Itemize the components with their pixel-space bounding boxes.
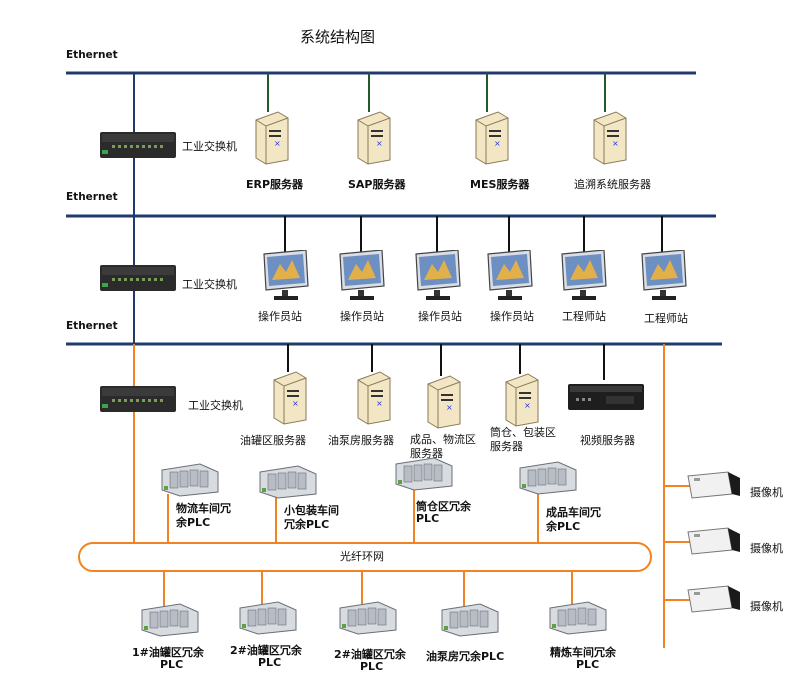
plc-icon bbox=[339, 601, 397, 635]
plc-icon bbox=[259, 465, 317, 499]
plc-icon bbox=[161, 463, 219, 497]
server-icon: × bbox=[255, 111, 289, 165]
workstation-label-2: 操作员站 bbox=[340, 310, 384, 323]
server-label-video: 视频服务器 bbox=[580, 434, 635, 447]
server-label-erp: ERP服务器 bbox=[246, 178, 304, 191]
plc-label-silo-2: PLC bbox=[416, 512, 440, 525]
switch-label-3: 工业交换机 bbox=[188, 399, 243, 412]
monitor-icon bbox=[339, 250, 385, 300]
plc-label-tank1-2: PLC bbox=[160, 658, 184, 671]
switch-label-1: 工业交换机 bbox=[182, 140, 237, 153]
video-server-icon bbox=[568, 384, 644, 410]
plc-icon bbox=[141, 603, 199, 637]
server-label-pump-room: 油泵房服务器 bbox=[328, 434, 394, 447]
monitor-icon bbox=[641, 250, 687, 300]
plc-icon bbox=[519, 461, 577, 495]
svg-text:×: × bbox=[612, 139, 619, 148]
camera-icon bbox=[687, 585, 740, 613]
plc-icon bbox=[549, 601, 607, 635]
monitor-icon bbox=[561, 250, 607, 300]
plc-label-silo-1: 筒仓区冗余 bbox=[416, 500, 471, 513]
svg-text:×: × bbox=[274, 139, 281, 148]
server-icon: × bbox=[475, 111, 509, 165]
plc-label-logistics-2: 余PLC bbox=[176, 516, 211, 529]
plc-label-pump: 油泵房冗余PLC bbox=[426, 650, 505, 663]
workstation-label-3: 操作员站 bbox=[418, 310, 462, 323]
engineer-station-label-1: 工程师站 bbox=[562, 310, 606, 323]
plc-label-finished-2: 余PLC bbox=[546, 520, 581, 533]
switch-label-2: 工业交换机 bbox=[182, 278, 237, 291]
server-label-silo-2: 服务器 bbox=[490, 440, 523, 453]
server-label-trace: 追溯系统服务器 bbox=[574, 178, 651, 191]
server-icon: × bbox=[593, 111, 627, 165]
server-label-finished-1: 成品、物流区 bbox=[410, 433, 476, 446]
svg-text:×: × bbox=[376, 139, 383, 148]
plc-label-small-pack-1: 小包装车间 bbox=[284, 504, 339, 517]
server-icon: × bbox=[505, 373, 539, 427]
ethernet-label-3: Ethernet bbox=[66, 320, 118, 332]
plc-label-finished-1: 成品车间冗 bbox=[546, 506, 601, 519]
plc-label-tank2a-2: PLC bbox=[258, 656, 282, 669]
plc-label-tank2b-2: PLC bbox=[360, 660, 384, 673]
camera-icon bbox=[687, 471, 740, 499]
svg-text:×: × bbox=[494, 139, 501, 148]
svg-text:×: × bbox=[376, 399, 383, 408]
plc-label-refining-2: PLC bbox=[576, 658, 600, 671]
engineer-station-label-2: 工程师站 bbox=[644, 312, 688, 325]
server-icon: × bbox=[427, 375, 461, 429]
camera-icon bbox=[687, 527, 740, 555]
svg-text:×: × bbox=[292, 399, 299, 408]
workstation-label-1: 操作员站 bbox=[258, 310, 302, 323]
svg-text:×: × bbox=[524, 401, 531, 410]
server-icon: × bbox=[357, 371, 391, 425]
server-label-finished-2: 服务器 bbox=[410, 447, 443, 460]
plc-icon bbox=[395, 457, 453, 491]
plc-label-small-pack-2: 冗余PLC bbox=[284, 518, 330, 531]
ethernet-label-1: Ethernet bbox=[66, 49, 118, 61]
monitor-icon bbox=[487, 250, 533, 300]
server-icon: × bbox=[273, 371, 307, 425]
server-label-oil-tank: 油罐区服务器 bbox=[240, 434, 306, 447]
plc-label-refining-1: 精炼车间冗余 bbox=[550, 646, 616, 659]
server-label-silo-1: 筒仓、包装区 bbox=[490, 426, 556, 439]
plc-label-tank2b-1: 2#油罐区冗余 bbox=[334, 648, 406, 661]
workstation-label-4: 操作员站 bbox=[490, 310, 534, 323]
plc-label-logistics-1: 物流车间冗 bbox=[176, 502, 231, 515]
plc-label-tank1-1: 1#油罐区冗余 bbox=[132, 646, 204, 659]
switch-icon bbox=[100, 132, 176, 158]
plc-label-tank2a-1: 2#油罐区冗余 bbox=[230, 644, 302, 657]
server-label-sap: SAP服务器 bbox=[348, 178, 406, 191]
server-label-mes: MES服务器 bbox=[470, 178, 530, 191]
plc-icon bbox=[239, 601, 297, 635]
switch-icon bbox=[100, 386, 176, 412]
server-icon: × bbox=[357, 111, 391, 165]
switch-icon bbox=[100, 265, 176, 291]
camera-label-3: 摄像机 bbox=[750, 600, 783, 613]
monitor-icon bbox=[415, 250, 461, 300]
plc-icon bbox=[441, 603, 499, 637]
ethernet-label-2: Ethernet bbox=[66, 191, 118, 203]
svg-text:×: × bbox=[446, 403, 453, 412]
diagram-title: 系统结构图 bbox=[300, 28, 376, 46]
fiber-ring bbox=[78, 542, 652, 572]
monitor-icon bbox=[263, 250, 309, 300]
camera-label-1: 摄像机 bbox=[750, 486, 783, 499]
fiber-ring-label: 光纤环网 bbox=[340, 550, 384, 563]
camera-label-2: 摄像机 bbox=[750, 542, 783, 555]
